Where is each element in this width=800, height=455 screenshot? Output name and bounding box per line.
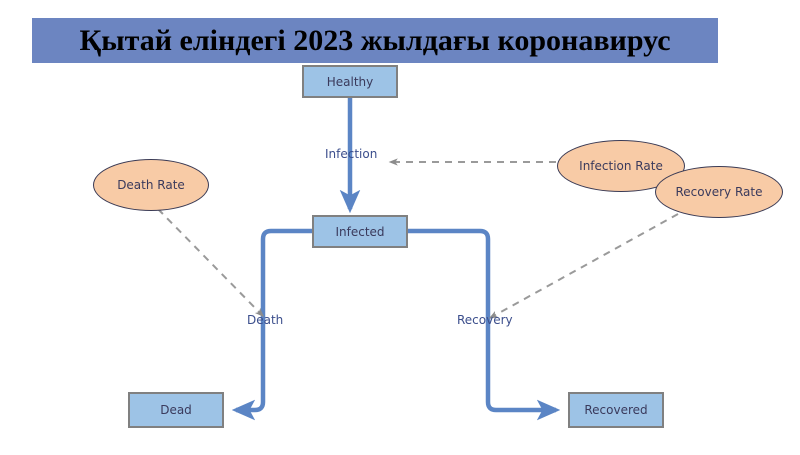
page-title: Қытай еліндегі 2023 жылдағы коронавирус [79, 23, 671, 57]
edge-label-recovery: Recovery [457, 313, 513, 327]
node-healthy-label: Healthy [326, 74, 374, 89]
node-infection-rate-label: Infection Rate [579, 159, 663, 173]
node-death-rate[interactable]: Death Rate [93, 159, 209, 211]
node-dead[interactable]: Dead [128, 392, 224, 428]
node-infected[interactable]: Infected [312, 215, 408, 248]
node-death-rate-label: Death Rate [117, 178, 185, 192]
influence-death-rate [157, 208, 264, 317]
node-infected-label: Infected [335, 224, 385, 239]
node-infection-rate[interactable]: Infection Rate [557, 140, 685, 192]
title-banner: Қытай еліндегі 2023 жылдағы коронавирус [32, 18, 718, 63]
edge-label-death: Death [247, 313, 284, 327]
node-recovery-rate-label: Recovery Rate [675, 185, 763, 199]
node-recovery-rate[interactable]: Recovery Rate [655, 166, 783, 218]
edge-label-infection: Infection [325, 147, 378, 161]
influence-recovery-rate [488, 213, 679, 319]
node-dead-label: Dead [160, 403, 192, 417]
node-recovered[interactable]: Recovered [568, 392, 664, 428]
node-healthy[interactable]: Healthy [302, 65, 398, 98]
node-recovered-label: Recovered [584, 403, 648, 417]
